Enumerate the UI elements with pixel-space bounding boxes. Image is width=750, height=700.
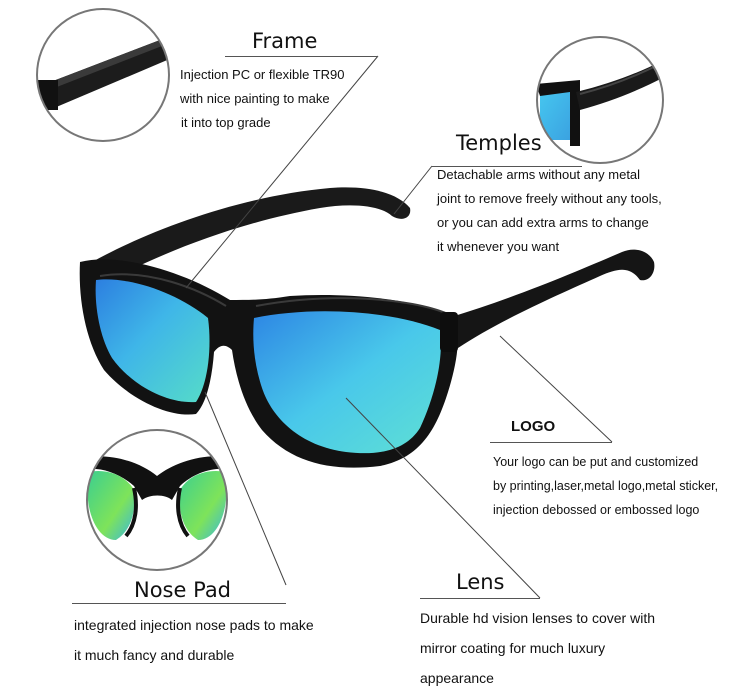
callout-lines bbox=[185, 55, 613, 599]
logo-underline bbox=[490, 442, 612, 443]
left-lens bbox=[95, 279, 210, 403]
nose-pad-underline bbox=[72, 603, 286, 604]
lens-description: Durable hd vision lenses to cover with m… bbox=[420, 603, 655, 693]
frame-desc-line: Injection PC or flexible TR90 bbox=[180, 67, 345, 82]
temples-desc-line: it whenever you want bbox=[437, 239, 560, 254]
right-temple-arm bbox=[448, 249, 655, 348]
frame-title: Frame bbox=[252, 29, 318, 53]
logo-desc-line: Your logo can be put and customized bbox=[493, 455, 699, 469]
lens-desc-line: Durable hd vision lenses to cover with bbox=[420, 610, 656, 626]
temples-desc-line: or you can add extra arms to change bbox=[437, 215, 649, 230]
nose-pad-description: integrated injection nose pads to make i… bbox=[74, 610, 314, 670]
lens-title: Lens bbox=[456, 570, 505, 594]
frame-underline bbox=[225, 56, 378, 57]
frame-desc-line: with nice painting to make bbox=[180, 91, 330, 106]
lens-desc-line: appearance bbox=[420, 670, 494, 686]
frame-desc-line: it into top grade bbox=[181, 115, 271, 130]
lens-underline bbox=[420, 598, 540, 599]
nose-pad-detail-circle bbox=[86, 429, 228, 571]
temples-description: Detachable arms without any metal joint … bbox=[437, 163, 662, 259]
temple-detail-circle bbox=[536, 36, 664, 164]
nose-pad-title: Nose Pad bbox=[134, 578, 232, 602]
logo-title: LOGO bbox=[511, 418, 556, 435]
logo-desc-line: by printing,laser,metal logo,metal stick… bbox=[493, 479, 719, 493]
frame-description: Injection PC or flexible TR90 with nice … bbox=[180, 63, 345, 135]
sunglasses bbox=[79, 187, 655, 468]
logo-description: Your logo can be put and customized by p… bbox=[493, 450, 718, 522]
lens-desc-line: mirror coating for much luxury bbox=[420, 640, 606, 656]
temples-desc-line: joint to remove freely without any tools… bbox=[437, 191, 662, 206]
logo-desc-line: injection debossed or embossed logo bbox=[493, 503, 700, 517]
temples-underline bbox=[432, 166, 582, 167]
temples-title: Temples bbox=[456, 131, 542, 155]
right-lens bbox=[253, 311, 441, 454]
nose-pad-desc-line: it much fancy and durable bbox=[74, 647, 235, 663]
nose-pad-desc-line: integrated injection nose pads to make bbox=[74, 617, 314, 633]
left-temple-arm bbox=[92, 187, 411, 276]
temples-desc-line: Detachable arms without any metal bbox=[437, 167, 641, 182]
frame-detail-circle bbox=[36, 8, 170, 142]
